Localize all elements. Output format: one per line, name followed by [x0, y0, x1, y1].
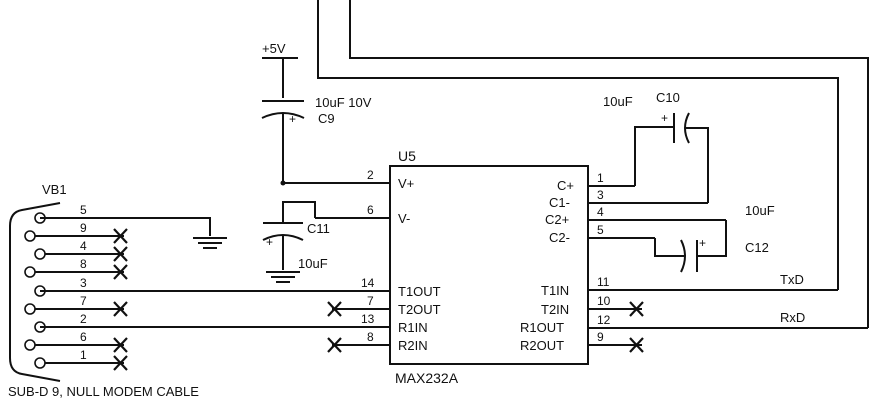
supply-and-c9: +5V + 10uF 10V C9 [261, 41, 372, 183]
pin-name: C+ [557, 178, 574, 193]
pin-name: R2IN [398, 338, 428, 353]
connector-pin-number: 2 [80, 312, 87, 326]
connector-shell [9, 202, 61, 382]
pin-number: 4 [597, 205, 604, 219]
ground-symbol [40, 217, 227, 249]
connector-pin-number: 4 [80, 239, 87, 253]
c10-polarity: + [661, 111, 668, 125]
c10-capacitor: + 10uF C10 [603, 90, 709, 203]
left-noconnect-marks [327, 301, 342, 353]
chip-ref-label: U5 [398, 148, 416, 164]
c9-value: 10uF 10V [315, 95, 372, 110]
pin-number: 14 [361, 276, 375, 290]
chip-part-label: MAX232A [395, 370, 459, 386]
c12-value: 10uF [745, 203, 775, 218]
connector-noconnect-marks [113, 228, 128, 371]
c9-polarity: + [289, 112, 296, 126]
c10-ref: C10 [656, 90, 680, 105]
pin-number: 8 [367, 330, 374, 344]
c12-ref: C12 [745, 240, 769, 255]
pin-number: 11 [597, 275, 610, 289]
signal-rxd-label: RxD [780, 310, 805, 325]
pin-number: 2 [367, 168, 374, 182]
pin-name: V+ [398, 176, 414, 191]
pin-name: T1IN [541, 283, 569, 298]
pin-name: R2OUT [520, 338, 564, 353]
signal-txd-label: TxD [780, 272, 804, 287]
pin-name: C2- [549, 230, 570, 245]
pin-number: 1 [597, 171, 604, 185]
c12-polarity: + [699, 236, 706, 250]
pin-number: 9 [597, 330, 604, 344]
right-noconnect-marks [629, 301, 644, 353]
chip-body [389, 165, 589, 365]
pin-name: T1OUT [398, 284, 441, 299]
pin-name: C1- [549, 195, 570, 210]
pin-number: 10 [597, 294, 611, 308]
c11-ref: C11 [307, 221, 330, 236]
connector-pin-number: 6 [80, 330, 87, 344]
c11-value: 10uF [298, 256, 328, 271]
c10-value: 10uF [603, 94, 633, 109]
pin-number: 12 [597, 313, 611, 327]
pin-number: 3 [597, 188, 604, 202]
junction-dots [280, 180, 286, 186]
connector-caption: SUB-D 9, NULL MODEM CABLE [8, 384, 199, 399]
connector-pin-number: 5 [80, 203, 87, 217]
pin-number: 13 [361, 312, 375, 326]
pin-name: T2IN [541, 302, 569, 317]
pin-name: R1IN [398, 320, 428, 335]
c11-polarity: + [266, 235, 273, 249]
pin-name: T2OUT [398, 302, 441, 317]
c11-capacitor: + C11 10uF [262, 201, 330, 283]
chip-left-pins: 2 V+ 6 V- 14 T1OUT 7 T2OUT 13 R1IN 8 R2I… [40, 168, 441, 353]
top-routing-wires [317, 0, 869, 328]
connector-pin-number: 8 [80, 257, 87, 271]
connector-ref: VB1 [42, 182, 67, 197]
pin-name: R1OUT [520, 320, 564, 335]
pin-number: 7 [367, 294, 374, 308]
pin-name: C2+ [545, 212, 569, 227]
c9-ref: C9 [318, 111, 335, 126]
pin-number: 5 [597, 223, 604, 237]
chip-right-pins: 1 C+ 3 C1- 4 C2+ 5 C2- 11 T1IN 10 T2IN 1… [520, 171, 868, 353]
c12-capacitor: + 10uF C12 [654, 203, 775, 273]
connector-pin-number: 9 [80, 221, 87, 235]
db9-connector: VB1 5 9 4 8 3 7 2 6 1 [8, 182, 199, 399]
connector-pin-number: 1 [80, 348, 87, 362]
pin-number: 6 [367, 203, 374, 217]
supply-label: +5V [262, 41, 286, 56]
pin-name: V- [398, 211, 410, 226]
connector-pin-number: 3 [80, 276, 87, 290]
connector-pin-number: 7 [80, 294, 87, 308]
